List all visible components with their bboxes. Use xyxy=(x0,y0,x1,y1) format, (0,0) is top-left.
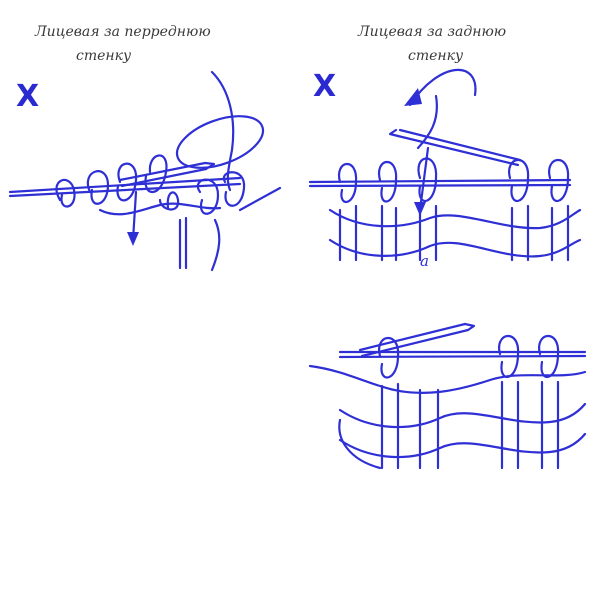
arrow-head xyxy=(127,232,139,246)
stitch xyxy=(222,171,246,207)
fabric-row xyxy=(328,208,582,230)
front-loop-diagram xyxy=(8,70,282,272)
left-caption-line2: стенку xyxy=(76,48,132,64)
stitch xyxy=(116,162,138,202)
direction-arrow xyxy=(418,146,430,212)
stitch xyxy=(378,336,400,379)
right-knit-symbol: X xyxy=(313,69,337,104)
fabric-row xyxy=(308,364,587,395)
right-caption-line1: Лицевая за заднюю xyxy=(358,24,507,40)
arrow-head xyxy=(414,202,426,216)
back-loop-diagram-bottom xyxy=(308,322,587,470)
left-caption-line1: Лицевая за перреднюю xyxy=(35,24,211,40)
fabric-row xyxy=(338,402,587,429)
left-needle xyxy=(338,350,587,359)
right-needle xyxy=(396,128,522,167)
fabric-row xyxy=(338,432,587,459)
stitch xyxy=(498,334,520,378)
left-needle xyxy=(308,178,572,188)
fabric-row xyxy=(328,238,582,258)
stitch xyxy=(55,179,76,208)
curved-arrow xyxy=(408,68,477,107)
figure-letter: a xyxy=(420,252,429,270)
left-knit-symbol: X xyxy=(16,79,40,114)
stitch xyxy=(196,178,220,215)
stitch xyxy=(158,191,180,211)
arrow-head-top xyxy=(404,88,422,106)
stitch xyxy=(144,154,168,194)
yarn-loop xyxy=(175,115,265,169)
stitch xyxy=(508,158,530,202)
stitch xyxy=(377,160,398,203)
right-caption-line2: стенку xyxy=(408,48,464,64)
stitch xyxy=(86,170,110,205)
back-loop-diagram-top xyxy=(308,68,582,262)
stitch xyxy=(337,162,358,203)
stitch xyxy=(548,158,570,202)
